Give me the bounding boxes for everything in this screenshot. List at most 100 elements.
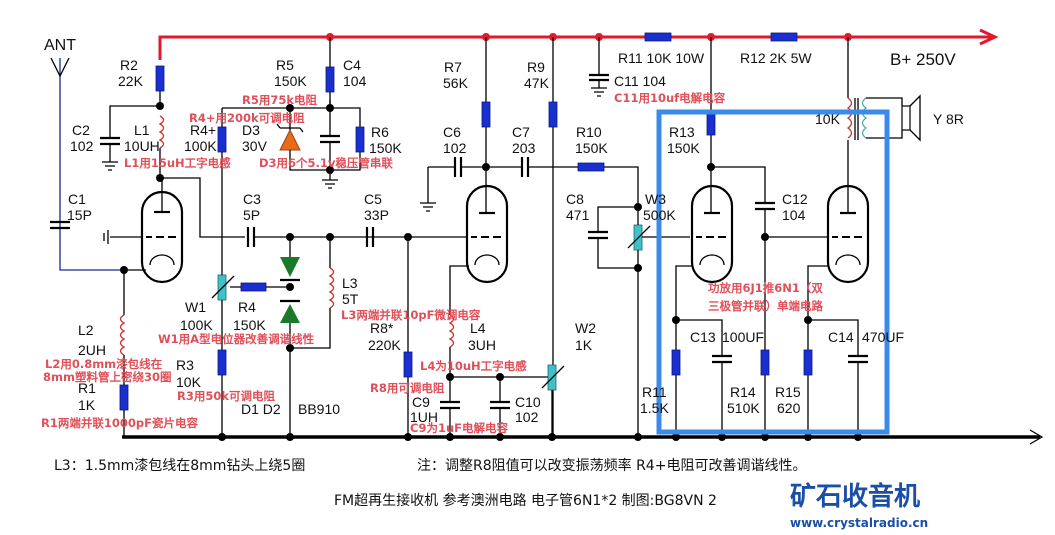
value-c6: 102: [443, 140, 467, 156]
value-w3: 500K: [643, 207, 676, 223]
note-r4plus: R4+用200k可调电阻: [189, 111, 305, 125]
footer-tuning-note: 注：调整R8阻值可以改变振荡频率 R4+电阻可改善调谐线性。: [417, 457, 806, 474]
varactor-d1: [280, 257, 300, 277]
resistor-r12: [770, 32, 798, 42]
value-r1: 1K: [78, 397, 96, 413]
stage2-components: [403, 37, 690, 437]
value-l4: 3UH: [468, 337, 496, 353]
amplifier-section: [656, 37, 921, 437]
label-r4: R4: [238, 299, 256, 315]
label-d1d2: D1 D2: [241, 401, 281, 417]
note-l2-line1: L2用0.8mm漆包线在: [45, 357, 163, 371]
value-c1: 15P: [67, 207, 92, 223]
watermark-url: www.crystalradio.cn: [790, 516, 928, 530]
label-r3: R3: [176, 357, 194, 373]
label-c2: C2: [72, 122, 90, 138]
value-r13: 150K: [667, 140, 700, 156]
label-r10: R10: [576, 124, 602, 140]
bplus-rail: [158, 28, 999, 60]
label-c13: C13: [690, 329, 716, 345]
note-r8: R8用可调电阻: [370, 381, 445, 395]
resistor-r1: [119, 384, 129, 411]
label-r14: R14: [730, 384, 756, 400]
value-c3: 5P: [243, 207, 260, 223]
antenna: [50, 57, 122, 271]
tuning-network: [211, 237, 335, 437]
label-r5: R5: [276, 57, 294, 73]
value-r10: 150K: [575, 140, 608, 156]
resistor-r8: [403, 351, 413, 378]
value-r4: 150K: [233, 317, 266, 333]
label-r8: R8*: [370, 320, 394, 336]
label-r6: R6: [371, 124, 389, 140]
value-r14: 510K: [727, 400, 760, 416]
value-r6: 150K: [369, 140, 402, 156]
label-c5: C5: [364, 191, 382, 207]
label-w1: W1: [185, 299, 206, 315]
resistor-r9: [548, 101, 558, 128]
footer-title-line: FM超再生接收机 参考澳洲电路 电子管6N1*2 制图:BG8VN 2: [334, 492, 717, 509]
label-l4: L4: [470, 320, 486, 336]
value-r8: 220K: [368, 337, 401, 353]
value-c7: 203: [512, 140, 536, 156]
label-r11-cathode: R11: [642, 384, 667, 400]
resistor-r10: [577, 162, 605, 172]
tube-v2: [465, 184, 509, 284]
resistor-r11-cathode: [671, 349, 681, 376]
resistor-r15: [803, 349, 813, 376]
value-c5: 33P: [364, 207, 389, 223]
bias-network: [217, 37, 365, 270]
label-w3: W3: [645, 191, 666, 207]
modification-notes: R5用75k电阻 R4+用200k可调电阻 L1用15uH工字电感 D3用6个5…: [41, 91, 823, 435]
ground-rail: [122, 429, 1044, 445]
label-speaker: Y 8R: [933, 111, 964, 127]
value-r9: 47K: [524, 75, 550, 91]
tube-v1: [103, 178, 184, 437]
label-c10: C10: [515, 394, 541, 410]
resistor-r6: [355, 126, 365, 153]
label-r7: R7: [444, 59, 462, 75]
value-r2: 22K: [118, 73, 144, 89]
value-d3: 30V: [242, 138, 268, 154]
label-l1: L1: [134, 122, 150, 138]
value-w2: 1K: [575, 337, 593, 353]
note-w1: W1用A型电位器改善调谐线性: [158, 332, 315, 346]
value-r11-cathode: 1.5K: [640, 400, 669, 416]
value-r4plus: 100K: [184, 138, 217, 154]
value-c13: 100UF: [722, 329, 764, 345]
value-c2: 102: [70, 138, 94, 154]
label-bb910: BB910: [298, 401, 340, 417]
label-c4: C4: [343, 57, 361, 73]
label-l2: L2: [78, 322, 94, 338]
label-r15: R15: [775, 384, 801, 400]
value-l1: 10UH: [124, 138, 160, 154]
tube-v3: [690, 184, 734, 284]
label-c12: C12: [782, 191, 808, 207]
varactor-d2: [280, 304, 300, 323]
label-c14: C14: [828, 329, 854, 345]
label-c11: C11 104: [614, 73, 666, 89]
value-l2: 2UH: [78, 342, 106, 358]
label-ant: ANT: [44, 37, 76, 54]
label-w2: W2: [575, 320, 596, 336]
label-transformer: 10K: [815, 111, 841, 127]
speaker-icon: [901, 105, 911, 131]
value-l3: 5T: [342, 291, 359, 307]
stage1-components: [100, 65, 412, 247]
note-l3: L3两端并联10pF微调电容: [341, 308, 481, 322]
label-r1: R1: [78, 380, 96, 396]
label-c6: C6: [443, 124, 461, 140]
amplifier-highlight-box: [656, 109, 890, 435]
value-r3: 10K: [176, 374, 202, 390]
note-r5: R5用75k电阻: [242, 93, 318, 107]
note-l4: L4为10uH工字电感: [420, 359, 527, 373]
note-l2-line2: 8mm塑料管上密绕30圈: [43, 370, 171, 384]
label-r13: R13: [669, 124, 695, 140]
resistor-r5: [325, 66, 335, 93]
value-c4: 104: [343, 73, 367, 89]
note-r1: R1两端并联1000pF瓷片电容: [41, 416, 198, 430]
resistor-r11-power: [644, 32, 672, 42]
label-r9: R9: [527, 59, 545, 75]
label-d3: D3: [242, 122, 260, 138]
